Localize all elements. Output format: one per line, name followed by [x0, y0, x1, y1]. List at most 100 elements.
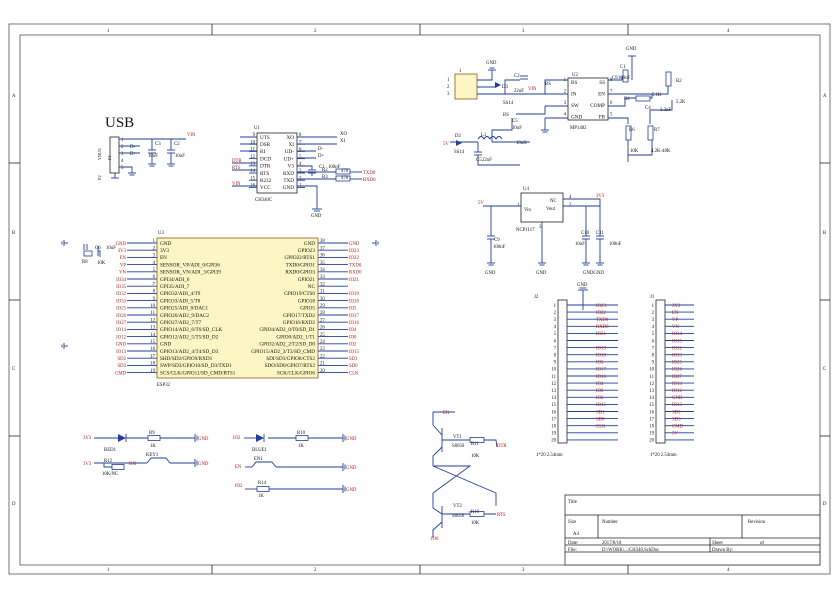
esp32-right-net-label: IO17	[349, 314, 359, 319]
r7-value: 4.2K-48K	[651, 149, 671, 154]
esp32-left-pin-name: GPI35/ADI_7	[160, 284, 190, 290]
j2-net-label: IO17	[596, 368, 606, 373]
ncp-c11-ref: C11	[596, 231, 604, 236]
ch340-left-pin-number: 12	[250, 155, 255, 160]
mp1482-left-pin-number: 2	[564, 90, 567, 95]
esp32-section: U3 ESP32 GND1GND3V323V3EN3ENSENSOR_VP/AD…	[61, 231, 379, 388]
esp32-left-pin-number: 13	[150, 326, 155, 331]
esp32-right-pin-number: 31	[320, 290, 325, 295]
esp32-right-pin-number: 33	[320, 275, 325, 280]
esp32-left-net-label: EN	[120, 256, 127, 261]
esp32-left-net-label: IO32	[116, 292, 126, 297]
r2-value: 5.2K	[676, 100, 686, 105]
r7-body	[647, 125, 654, 141]
j1-pin-number: 2	[652, 311, 655, 316]
mp1482-right-pin-number: 8	[610, 78, 613, 83]
j2-pin-number: 8	[554, 354, 557, 359]
esp32-left-pin-name: SCS/CLK/GPIO11/SD_CMD/RTS1	[160, 370, 236, 376]
j2-net-label: IO18	[596, 354, 606, 359]
ch340-right-pin-number: 8	[299, 133, 302, 138]
ch340-net-txd0: TXD0	[363, 171, 376, 176]
esp32-right-pin-name: GPIO18	[298, 298, 316, 304]
ch340-gnd-label: GND	[311, 214, 322, 219]
esp32-right-pin-name: SCK/CLK/GPIO6	[277, 370, 315, 376]
usb-p1-label: P1	[107, 155, 112, 160]
j2-pin-number: 18	[551, 425, 556, 430]
ch340-right-pin-name: XO	[287, 135, 295, 141]
j1-pin-number: 19	[649, 432, 654, 437]
esp32-left-pin-number: 1	[153, 239, 156, 244]
esp32-left-net-label: SD2	[117, 357, 126, 362]
ch340-left-pin-number: 11	[250, 148, 255, 153]
esp32-left-pin-number: 11	[150, 311, 155, 316]
row-letter-b-right: B	[823, 231, 826, 236]
j2-pin-number: 19	[551, 432, 556, 437]
ncp-gnd-3: GNDGND	[583, 271, 604, 276]
c5-value: 10uF	[512, 126, 522, 131]
ch340-part: CH340C	[255, 198, 272, 203]
ncp-c10-value: 10uF	[575, 242, 585, 247]
j2-net-label: IO21	[596, 332, 606, 337]
j1-pin-number: 6	[652, 339, 655, 344]
revision-label: Revision	[748, 520, 766, 525]
j2-net-label: CLK	[596, 425, 606, 430]
esp32-left-net-label: 3V3	[118, 249, 127, 254]
esp32-left-pin-name: GND	[160, 241, 171, 247]
esp32-left-net-label: IO27	[116, 321, 126, 326]
ch340-left-pin-name: DTR	[260, 164, 271, 170]
col-number-1-bottom: 1	[107, 568, 110, 573]
mp1482-left-pin-name: IN	[571, 91, 577, 97]
power-connector-pin-2: 2	[447, 85, 450, 90]
j1-pin-number: 1	[652, 304, 655, 309]
esp32-left-pin-number: 14	[150, 333, 155, 338]
esp32-left-net-label: IO35	[116, 285, 126, 290]
power-connector-label: 1	[459, 69, 462, 74]
esp32-left-net-label: SD3	[117, 364, 126, 369]
diode-d2	[456, 140, 462, 146]
mp1482-left-pin-number: 1	[564, 78, 567, 83]
j2-pin-number: 4	[554, 325, 557, 330]
esp32-left-net-label: IO13	[116, 350, 126, 355]
esp32-left-pin-number: 10	[150, 304, 155, 309]
esp32-ref: U3	[158, 231, 164, 236]
buck-bs-net-2: BS	[503, 113, 509, 118]
esp32-right-pin-name: GPIO16/RXD2	[283, 320, 316, 326]
j2-pin-number: 6	[554, 339, 557, 344]
ch340-left-pin-number: 14	[250, 169, 255, 174]
esp32-left-net-label: CMD	[115, 371, 126, 376]
j2-net-label: IO4	[596, 382, 604, 387]
row-letter-b: B	[12, 231, 15, 236]
esp32-left-pin-number: 12	[150, 318, 155, 323]
ch340-right-pin-name: TXD	[283, 178, 294, 184]
esp32-r8-value: 10K	[97, 261, 106, 266]
ncp1117-ref: U4	[523, 187, 529, 192]
ncp1117-body	[520, 192, 564, 223]
ch340-net-dminus: D-	[318, 147, 323, 152]
j2-pin-number: 11	[551, 375, 556, 380]
blue-led-ref: BLUE1	[252, 448, 268, 453]
mp1482-left-pin-number: 3	[564, 101, 567, 106]
ncp1117-pin-vin: Vin	[524, 208, 532, 213]
j2-net-label: SD1	[596, 410, 605, 415]
mp1482-right-pin-name: SS	[599, 80, 605, 86]
ch340-r3-value: 470	[341, 176, 349, 181]
ch340-right-pin-number: 7	[299, 140, 302, 145]
esp32-right-net-label: TXD0	[349, 263, 362, 268]
esp32-right-pin-number: 29	[320, 304, 325, 309]
ch340-left-pin-name: UTS	[260, 135, 270, 141]
vt2-rts-net: RTS	[497, 513, 506, 518]
key1-ref: KEY1	[146, 453, 159, 458]
esp32-c6-value: 10uF	[106, 246, 116, 251]
j1-ref: J1	[650, 295, 655, 300]
c1-gnd: GND	[626, 47, 637, 52]
ch340-left-pin-number: 15	[250, 176, 255, 181]
esp32-part: ESP32	[157, 383, 171, 388]
esp32-right-pin-name: SDO/SD0/GPIO7/RTS2	[265, 363, 316, 369]
esp32-right-net-label: IO18	[349, 299, 359, 304]
usb-pin-5: 5	[121, 166, 124, 171]
mp1482-right-pin-number: 6	[610, 101, 613, 106]
esp32-right-pin-name: TXD0/GPIO1	[286, 262, 316, 268]
